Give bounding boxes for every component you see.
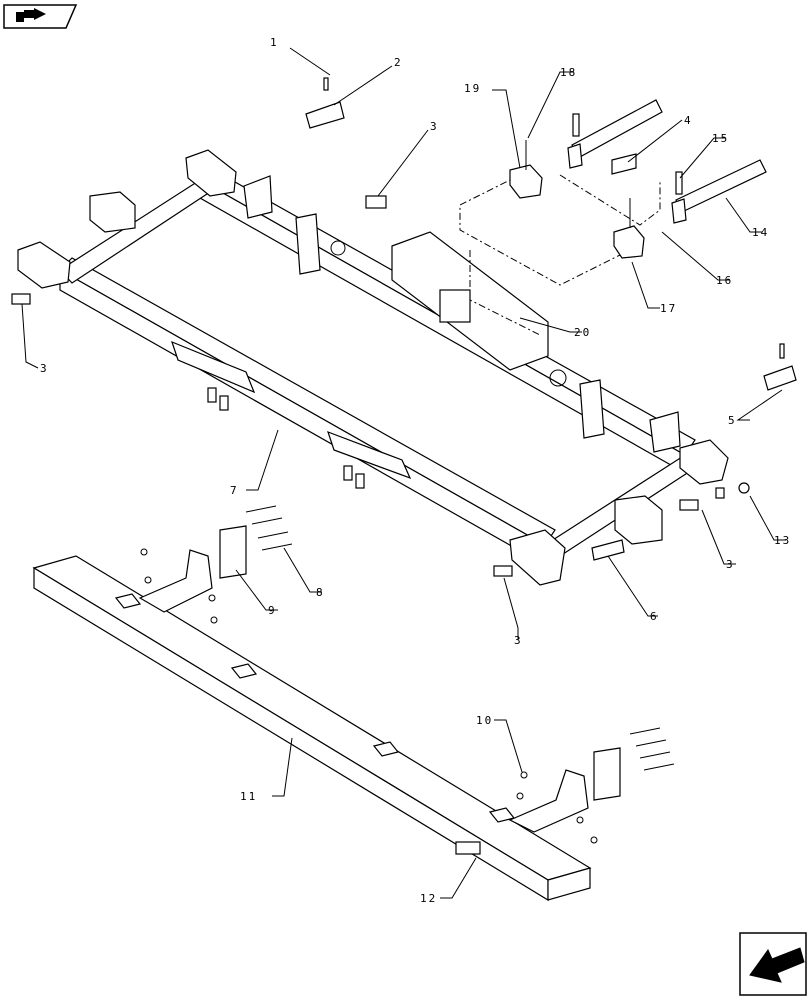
callout-labels: 1 2 3 3 3 3 4 5 6 7 8 9 10 11 12 13 14 1… bbox=[40, 36, 791, 905]
callout-3-upper: 3 bbox=[430, 120, 439, 133]
callout-1: 1 bbox=[270, 36, 279, 49]
callout-15: 15 bbox=[712, 132, 729, 145]
book-navigation-icon[interactable] bbox=[3, 4, 78, 29]
previous-page-arrow-icon[interactable] bbox=[739, 932, 807, 996]
main-frame bbox=[17, 149, 729, 586]
callout-5: 5 bbox=[728, 414, 737, 427]
callout-11: 11 bbox=[240, 790, 257, 803]
callout-3-left: 3 bbox=[40, 362, 49, 375]
callout-6: 6 bbox=[650, 610, 659, 623]
callout-8: 8 bbox=[316, 586, 325, 599]
callout-20: 20 bbox=[574, 326, 591, 339]
decals bbox=[11, 77, 797, 855]
callout-2: 2 bbox=[394, 56, 403, 69]
callout-12: 12 bbox=[420, 892, 437, 905]
callout-7: 7 bbox=[230, 484, 239, 497]
callout-9: 9 bbox=[268, 604, 277, 617]
callout-13: 13 bbox=[774, 534, 791, 547]
leader-lines bbox=[21, 47, 786, 899]
callout-19: 19 bbox=[464, 82, 481, 95]
callout-4: 4 bbox=[684, 114, 693, 127]
callout-18: 18 bbox=[560, 66, 577, 79]
arm-assembly bbox=[459, 99, 767, 336]
lower-bar bbox=[32, 555, 592, 902]
callout-3-right: 3 bbox=[726, 558, 735, 571]
left-bracket bbox=[138, 505, 293, 624]
callout-16: 16 bbox=[716, 274, 733, 287]
callout-10: 10 bbox=[476, 714, 493, 727]
right-bracket bbox=[508, 727, 675, 844]
callout-3-lower: 3 bbox=[514, 634, 523, 647]
callout-17: 17 bbox=[660, 302, 677, 315]
callout-14: 14 bbox=[752, 226, 769, 239]
